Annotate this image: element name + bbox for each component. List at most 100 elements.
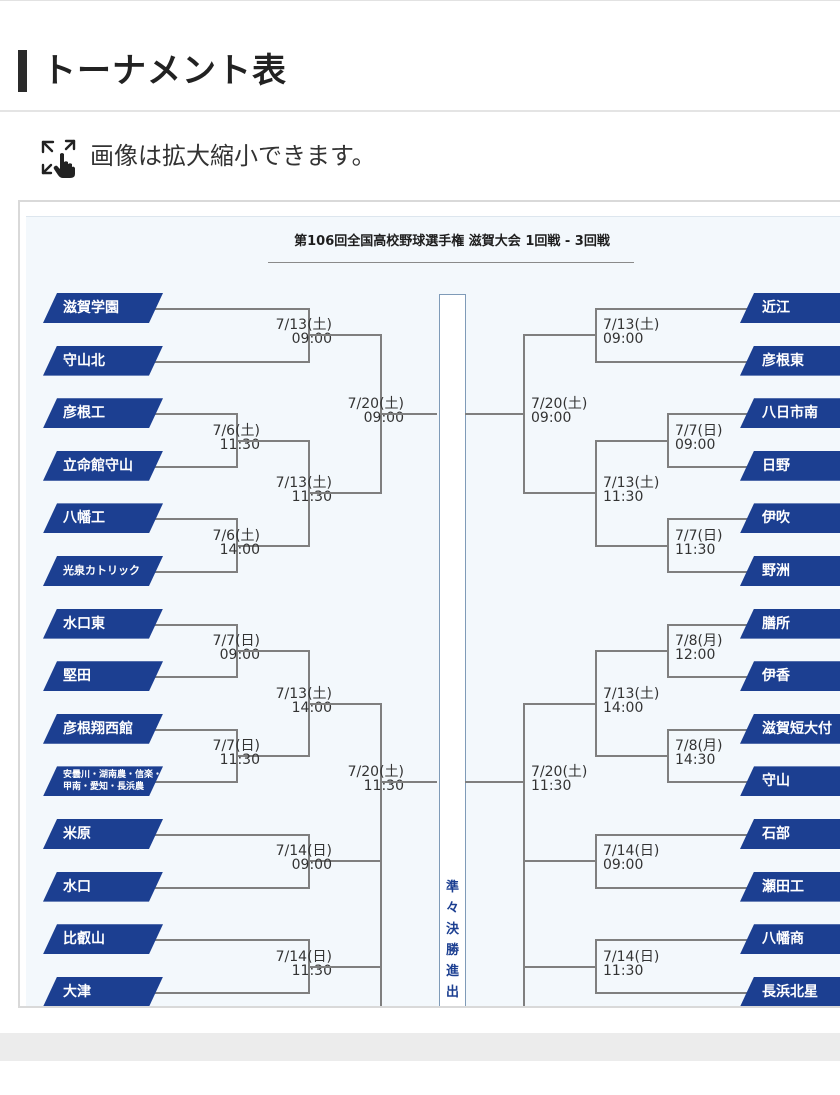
right-team-11: 石部 [740,819,840,849]
left-team-12: 水口 [43,872,163,902]
bracket-line [667,728,669,784]
top-divider [0,0,840,1]
footer-band [0,1033,840,1061]
left-match-date-7: 7/13(土)14:00 [276,687,332,715]
bracket-line [595,308,748,310]
bracket-line [667,781,748,784]
quarterfinal-column: 準々決勝進出 [439,294,466,1006]
quarterfinal-char: 々 [445,901,459,916]
quarterfinal-label: 準々決勝進出 [440,877,465,1003]
right-match-date-3: 7/13(土)11:30 [603,476,659,504]
team-name: 堅田 [63,668,91,685]
team-badge [740,924,840,954]
match-time: 09:00 [531,410,572,427]
bracket-line [523,492,595,495]
right-match-date-5: 7/20(土)09:00 [531,397,587,425]
team-badge [740,714,840,744]
bracket-line [595,755,667,758]
match-day: 7/13(土) [275,317,332,334]
team-name: 彦根翔西館 [63,720,133,737]
right-team-7: 膳所 [740,609,840,639]
right-team-8: 伊香 [740,661,840,691]
left-team-6: 光泉カトリック [43,556,163,586]
left-team-8: 堅田 [43,661,163,691]
left-match-date-2: 7/6(土)11:30 [213,424,260,452]
left-match-date-9: 7/20(土)11:30 [348,765,404,793]
left-match-date-6: 7/7(日)09:00 [213,634,260,662]
match-day: 7/7(日) [212,738,260,755]
bracket-line [595,439,667,442]
match-time: 11:30 [219,752,260,769]
bracket-line [155,991,308,994]
bracket-line [380,860,382,1006]
bracket-line [155,728,236,731]
match-day: 7/14(日) [275,843,332,860]
bracket-line [523,702,595,705]
bracket-line [595,308,597,363]
bracket-line [155,571,236,573]
match-time: 14:30 [675,752,716,769]
team-name: 日野 [762,457,790,474]
left-team-2: 守山北 [43,346,163,376]
right-team-10: 守山 [740,766,840,796]
left-team-13: 比叡山 [43,924,163,954]
bracket-line [380,413,437,416]
title-accent-bar [18,50,27,92]
tournament-image-frame[interactable]: 第106回全国高校野球選手権 滋賀大会 1回戦 - 3回戦 準々決勝進出 7/1… [18,200,840,1008]
team-badge [43,766,163,796]
match-day: 7/13(土) [603,475,660,492]
bracket-line [523,334,525,495]
right-match-date-9: 7/20(土)11:30 [531,765,587,793]
team-badge [43,819,163,849]
bracket-line [308,860,380,863]
left-team-3: 彦根工 [43,398,163,428]
bracket-line [236,439,308,442]
team-badge [740,398,840,428]
left-team-7: 水口東 [43,609,163,639]
bracket-line [595,834,748,836]
bracket-line [667,623,669,679]
team-name: 守山北 [63,352,105,369]
right-team-2: 彦根東 [740,346,840,376]
team-name: 八日市南 [762,405,818,422]
team-name: 滋賀学園 [63,300,119,316]
match-day: 7/13(土) [275,475,332,492]
match-time: 11:30 [531,778,572,795]
quarterfinal-char: 進 [445,964,459,979]
right-team-5: 伊吹 [740,503,840,533]
bracket-line [595,544,667,547]
team-name: 伊吹 [762,510,790,527]
team-name: 彦根工 [63,405,105,422]
team-name: 野洲 [762,563,790,579]
team-name: 石部 [762,826,790,842]
team-name: 膳所 [762,615,790,632]
match-time: 09:00 [603,331,644,348]
quarterfinal-char: 決 [445,922,459,937]
bracket-line [667,728,748,731]
bracket-line [308,334,380,337]
bracket-title: 第106回全国高校野球選手権 滋賀大会 1回戦 - 3回戦 [294,234,610,249]
bracket-line [667,465,748,468]
quarterfinal-char: 勝 [445,943,459,958]
match-time: 11:30 [603,489,644,506]
match-day: 7/13(土) [603,685,660,702]
left-team-11: 米原 [43,819,163,849]
team-name: 米原 [63,826,91,842]
bracket-line [667,676,748,679]
team-name: 水口 [63,878,91,895]
bracket-line [236,649,308,652]
match-day: 7/14(日) [603,948,660,965]
bracket-line [308,834,310,889]
team-name: 立命館守山 [63,457,133,474]
bracket-line [236,728,238,784]
right-match-date-4: 7/7(日)11:30 [675,529,722,557]
team-badge [740,451,840,481]
team-badge [43,398,163,428]
team-badge [740,766,840,796]
team-badge [43,451,163,481]
page-header: トーナメント表 [0,40,840,112]
left-match-date-1: 7/13(土)09:00 [276,318,332,346]
bracket-line [523,860,595,863]
team-badge [740,293,840,323]
right-team-12: 瀬田工 [740,872,840,902]
